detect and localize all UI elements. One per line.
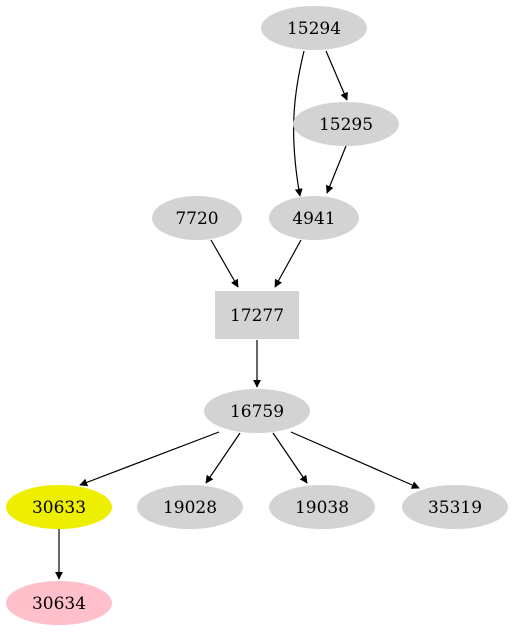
edges-layer [55, 50, 420, 580]
edge-15294-to-4941 [293, 50, 305, 197]
node-19028-label: 19028 [163, 498, 217, 518]
node-30634: 30634 [6, 581, 112, 625]
node-19028-ellipse [137, 485, 243, 529]
node-7720-label: 7720 [175, 209, 218, 229]
node-4941-label: 4941 [292, 209, 335, 229]
edge-16759-to-19038 [272, 432, 308, 484]
node-30633: 30633 [6, 485, 112, 529]
edge-15295-to-4941 [325, 145, 347, 194]
node-7720-ellipse [152, 196, 242, 240]
edge-16759-to-35319 [290, 431, 420, 489]
node-30633-label: 30633 [32, 498, 86, 518]
edge-16759-to-19028 [205, 432, 241, 484]
node-16759-ellipse [204, 389, 310, 433]
node-17277: 17277 [215, 291, 299, 339]
node-19038-ellipse [269, 485, 375, 529]
node-19038: 19038 [269, 485, 375, 529]
node-16759: 16759 [204, 389, 310, 433]
node-35319-label: 35319 [428, 498, 482, 518]
node-19028: 19028 [137, 485, 243, 529]
nodes-layer: 15294 15295 7720 4941 17277 16759 30633 19028 19… [6, 6, 508, 625]
node-4941: 4941 [269, 196, 359, 240]
node-30634-label: 30634 [32, 594, 86, 614]
node-30634-ellipse [6, 581, 112, 625]
node-30633-ellipse [6, 485, 112, 529]
node-15295: 15295 [293, 102, 399, 146]
node-15295-label: 15295 [319, 115, 373, 135]
node-35319-ellipse [402, 485, 508, 529]
node-15294-label: 15294 [287, 19, 341, 39]
edge-16759-to-30633 [79, 431, 220, 487]
node-16759-label: 16759 [230, 402, 284, 422]
edge-7720-to-17277 [210, 239, 239, 288]
node-19038-label: 19038 [295, 498, 349, 518]
node-4941-ellipse [269, 196, 359, 240]
node-17277-label: 17277 [230, 306, 284, 326]
node-15294-ellipse [261, 6, 367, 50]
node-15295-ellipse [293, 102, 399, 146]
node-7720: 7720 [152, 196, 242, 240]
node-35319: 35319 [402, 485, 508, 529]
edge-15294-to-15295 [325, 50, 348, 101]
node-17277-box [215, 291, 299, 339]
node-15294: 15294 [261, 6, 367, 50]
edge-4941-to-17277 [274, 239, 302, 288]
